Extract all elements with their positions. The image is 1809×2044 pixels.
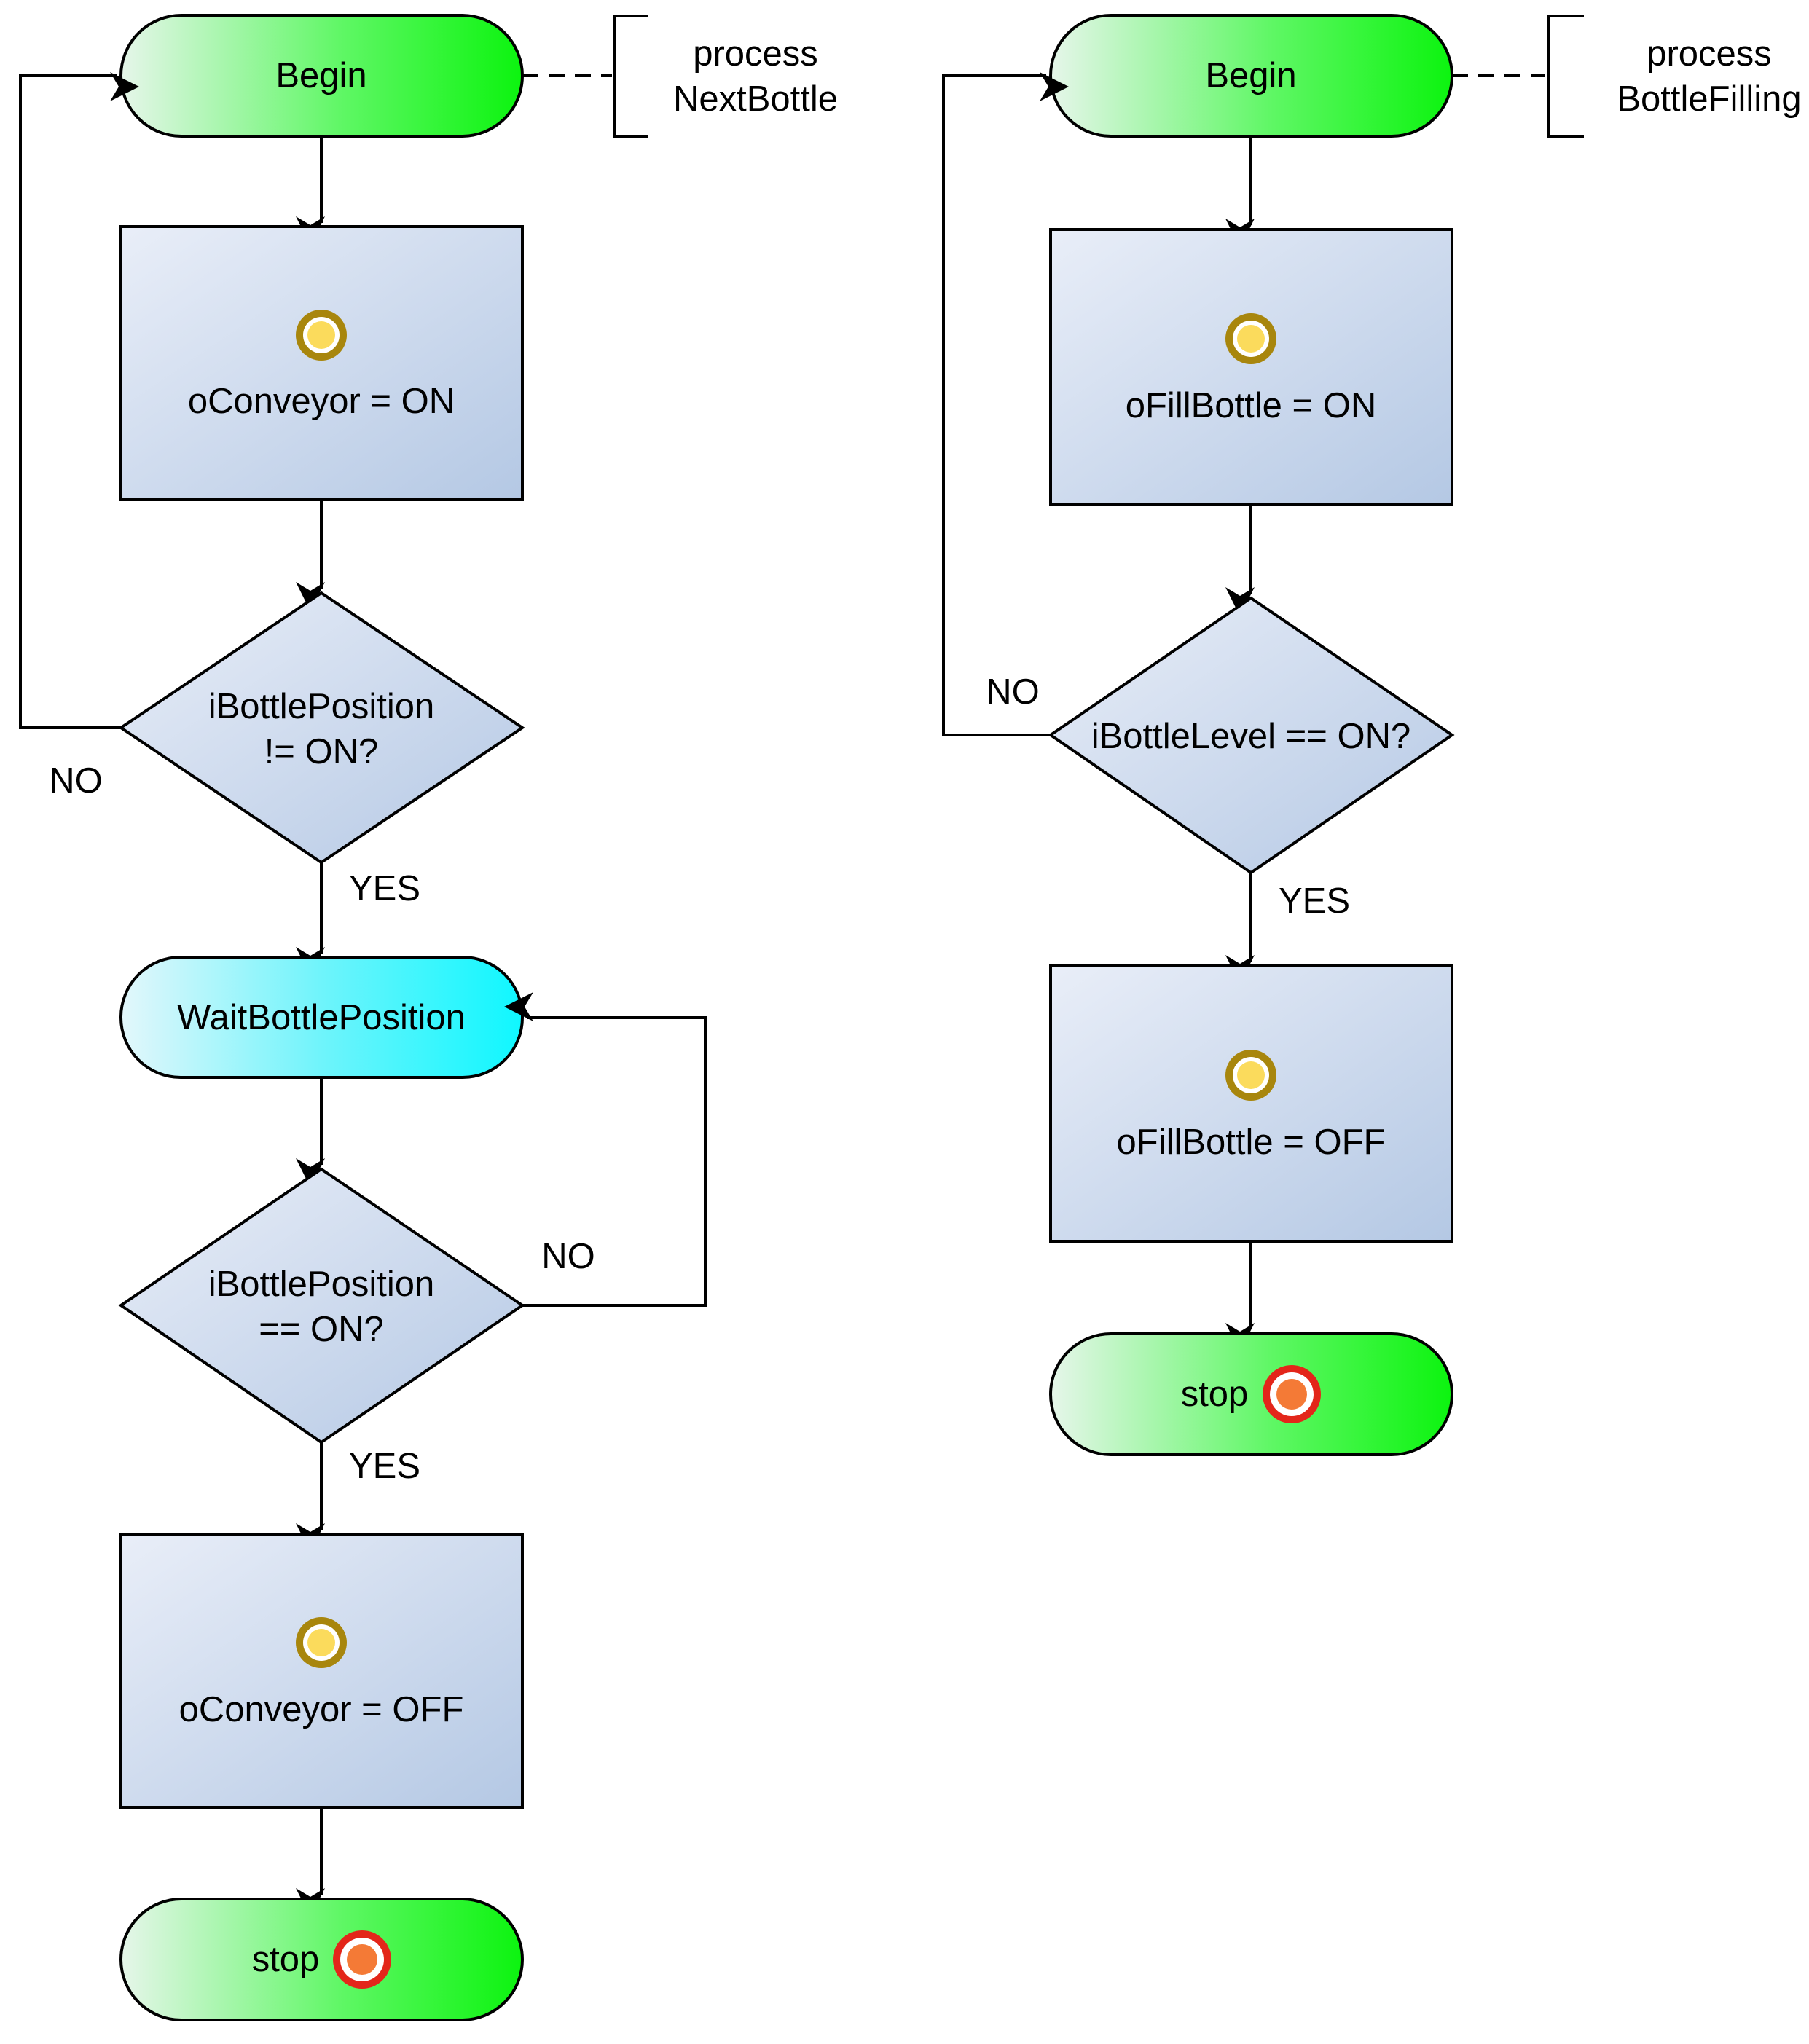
stop-terminal[interactable] xyxy=(119,1898,524,2021)
action-indicator-icon xyxy=(296,310,347,361)
decision-label-line1: iBottlePosition xyxy=(208,687,435,726)
stop-terminal[interactable] xyxy=(1049,1332,1453,1456)
begin-label: Begin xyxy=(275,56,366,95)
yes-label: YES xyxy=(349,869,420,908)
action-conveyor-off[interactable] xyxy=(119,1533,524,1809)
decision-position-on[interactable] xyxy=(118,1167,525,1444)
decision-label: iBottleLevel == ON? xyxy=(1091,717,1411,756)
annotation-label: process xyxy=(1647,34,1772,74)
stop-icon xyxy=(1263,1365,1321,1423)
action-label: oFillBottle = OFF xyxy=(1117,1123,1386,1162)
annotation-label: process xyxy=(693,34,818,74)
annotation-process-name: NextBottle xyxy=(673,79,838,119)
process-next-bottle: process NextBottle Begin oConveyor = ON … xyxy=(19,14,838,2021)
connector-no-loop-to-begin xyxy=(19,72,139,729)
action-fill-bottle-off[interactable] xyxy=(1049,964,1453,1243)
decision-position-not-on[interactable] xyxy=(118,591,525,865)
action-label: oConveyor = ON xyxy=(188,382,455,421)
decision-label-line2: != ON? xyxy=(264,732,379,771)
stop-icon xyxy=(333,1930,391,1989)
decision-label-line1: iBottlePosition xyxy=(208,1265,435,1304)
decision-label-line2: == ON? xyxy=(259,1310,384,1349)
begin-label: Begin xyxy=(1205,56,1296,95)
connector-no-loop-to-wait xyxy=(504,992,707,1307)
stop-label: stop xyxy=(1181,1375,1249,1414)
no-label: NO xyxy=(49,761,103,801)
no-label: NO xyxy=(541,1237,595,1276)
action-indicator-icon xyxy=(296,1617,347,1668)
wait-label: WaitBottlePosition xyxy=(177,998,466,1037)
stop-label: stop xyxy=(252,1940,320,1979)
yes-label: YES xyxy=(1279,881,1350,921)
action-conveyor-on[interactable] xyxy=(119,225,524,501)
yes-label: YES xyxy=(349,1447,420,1486)
action-indicator-icon xyxy=(1225,313,1276,364)
connector-no-loop-to-begin xyxy=(942,72,1069,736)
annotation-bracket xyxy=(613,15,648,138)
annotation-process-name: BottleFilling xyxy=(1617,79,1801,119)
no-label: NO xyxy=(986,672,1040,712)
action-fill-bottle-on[interactable] xyxy=(1049,228,1453,506)
action-label: oFillBottle = ON xyxy=(1126,386,1376,425)
annotation-bracket xyxy=(1547,15,1584,138)
process-bottle-filling: process BottleFilling Begin oFillBottle … xyxy=(942,14,1802,1456)
action-label: oConveyor = OFF xyxy=(179,1690,464,1729)
action-indicator-icon xyxy=(1225,1050,1276,1101)
